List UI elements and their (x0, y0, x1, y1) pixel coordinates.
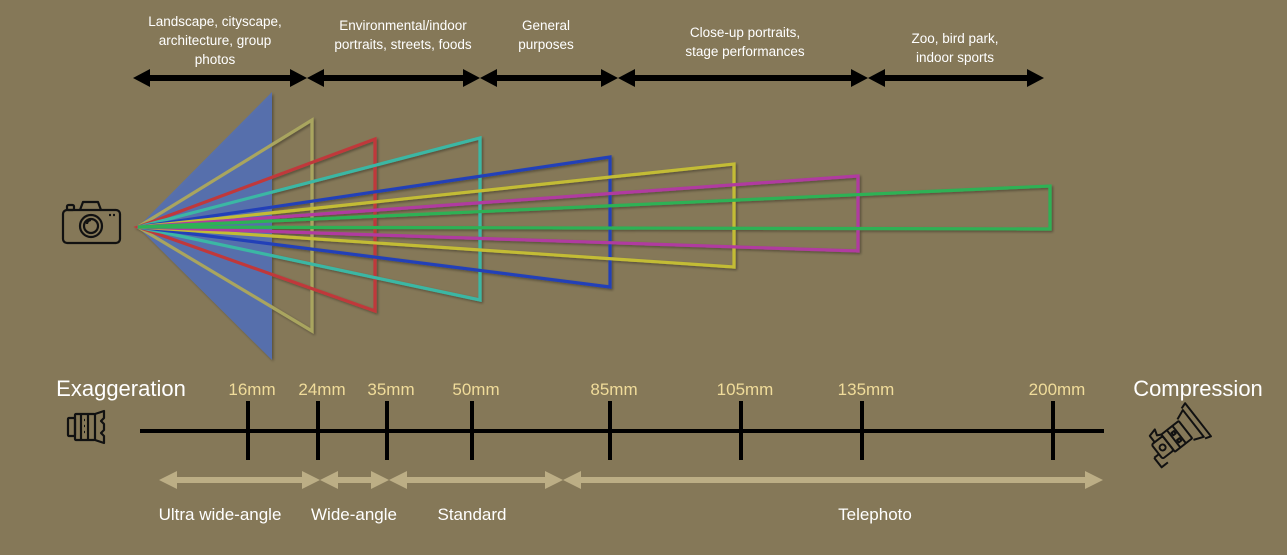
tick-label: 85mm (590, 380, 637, 399)
fov-cone-85mm (137, 155, 612, 289)
tick-label: 50mm (452, 380, 499, 399)
category-range-arrow (159, 471, 320, 489)
lens-categories: Ultra wide-angle Wide-angle Standard Teleph… (159, 471, 1103, 524)
use-case-label: Landscape, cityscape,architecture, group… (148, 14, 282, 67)
fov-cone-135mm (137, 174, 860, 253)
use-case-label: Zoo, bird park,indoor sports (911, 31, 998, 65)
use-case-label: Close-up portraits,stage performances (685, 25, 805, 59)
use-case-range-arrow (618, 69, 868, 87)
tick-label: 16mm (228, 380, 275, 399)
fov-cone-35mm (133, 136, 377, 314)
category-label: Wide-angle (311, 505, 397, 524)
compression-label: Compression (1133, 376, 1263, 401)
tick-label: 135mm (838, 380, 895, 399)
use-case-range-arrow (133, 69, 307, 87)
use-case-range-arrow (480, 69, 618, 87)
category-label: Ultra wide-angle (159, 505, 282, 524)
fov-cone-200mm (137, 184, 1052, 231)
fov-cone-50mm (137, 135, 482, 302)
wide-angle-lens-icon (66, 409, 106, 445)
focal-length-scale: Exaggeration Compression 16mm 24mm 35mm 50mm 8… (56, 376, 1263, 460)
tick-label: 35mm (367, 380, 414, 399)
use-case-range-arrow (868, 69, 1044, 87)
use-case-ranges: Landscape, cityscape,architecture, group… (133, 14, 1044, 87)
telephoto-lens-icon (1148, 402, 1212, 469)
field-of-view-cones (133, 92, 1052, 360)
category-range-arrow (320, 471, 389, 489)
camera-icon (61, 200, 122, 245)
category-label: Standard (438, 505, 507, 524)
fov-cone-24mm (134, 117, 314, 334)
tick-label: 105mm (717, 380, 774, 399)
tick-label: 24mm (298, 380, 345, 399)
use-case-range-arrow (307, 69, 480, 87)
category-label: Telephoto (838, 505, 912, 524)
exaggeration-label: Exaggeration (56, 376, 186, 401)
category-range-arrow (563, 471, 1103, 489)
tick-label: 200mm (1029, 380, 1086, 399)
category-range-arrow (389, 471, 563, 489)
fov-cone-105mm (137, 162, 736, 269)
